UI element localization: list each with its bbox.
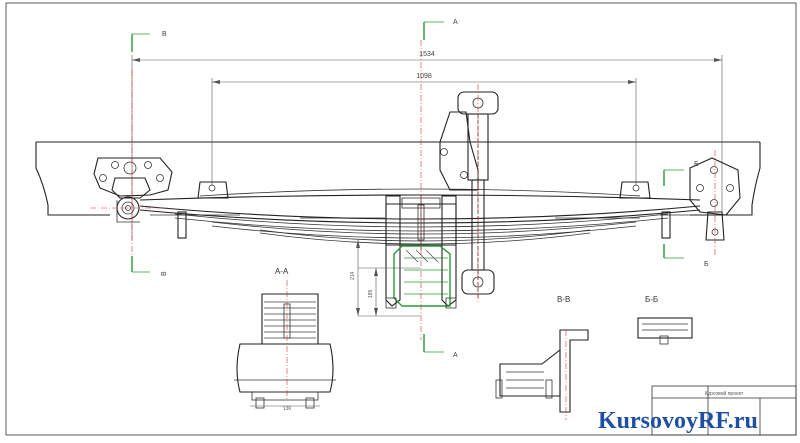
section-v-v-title: В-В <box>557 295 570 304</box>
cut-mark-a-top: А <box>423 19 458 40</box>
svg-text:Б: Б <box>704 261 709 268</box>
dim-height-total: 214 <box>350 271 356 280</box>
cut-mark-b-bottom: Б <box>663 244 709 268</box>
dim-inner-label: 1098 <box>416 73 432 80</box>
cut-mark-v-bottom: В <box>131 256 168 276</box>
dim-height-sub: 189 <box>368 289 374 298</box>
sheet-frame <box>5 2 797 436</box>
watermark: KursovoyRF.ru <box>598 408 758 434</box>
axle-clamp: 214 189 <box>350 195 457 317</box>
dim-width-bottom: 136 <box>283 406 292 412</box>
cut-mark-v-top: В <box>131 31 167 52</box>
section-a-a: А-А 136 <box>234 267 336 412</box>
cut-mark-b-top: Б <box>663 161 699 186</box>
svg-text:В: В <box>162 31 167 38</box>
svg-text:А: А <box>453 19 458 26</box>
dimension-inner: 1098 <box>211 73 637 185</box>
section-b-b-title: Б-Б <box>645 295 658 304</box>
title-block: Курсовой проект <box>651 385 797 436</box>
center-lines <box>90 40 716 340</box>
section-a-a-title: А-А <box>275 267 289 276</box>
svg-text:В: В <box>161 271 168 276</box>
svg-text:Б: Б <box>694 161 699 168</box>
chassis-frame <box>35 141 761 219</box>
cut-mark-a-bottom: А <box>423 334 458 359</box>
dim-overall-label: 1534 <box>419 51 435 58</box>
section-v-v: В-В <box>495 295 589 420</box>
left-bracket <box>93 157 173 223</box>
svg-text:А: А <box>453 352 458 359</box>
title-block-title: Курсовой проект <box>705 390 744 397</box>
leaf-spring <box>139 181 701 245</box>
section-b-b: Б-Б <box>637 295 693 345</box>
